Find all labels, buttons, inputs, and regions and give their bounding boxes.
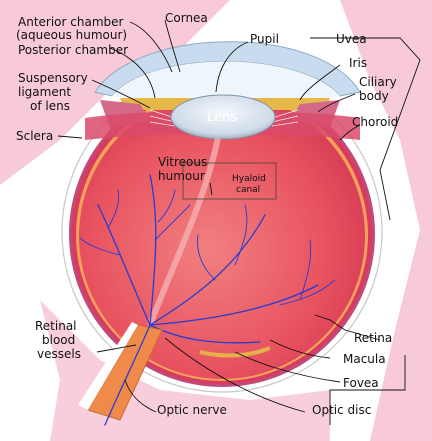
suspensory-ligament bbox=[149, 109, 299, 127]
label-vitreous: Vitreous bbox=[158, 155, 207, 169]
macula bbox=[199, 346, 271, 358]
label-lens: Lens bbox=[207, 110, 237, 125]
label-uvea: Uvea bbox=[336, 32, 367, 46]
label-blood: blood bbox=[42, 333, 75, 347]
label-retinal: Retinal bbox=[35, 319, 77, 333]
label-posterior-chamber: Posterior chamber bbox=[18, 43, 128, 57]
anterior-chamber bbox=[112, 61, 340, 102]
vitreous-body bbox=[79, 93, 365, 379]
label-iris: Iris bbox=[349, 56, 367, 70]
label-aqueous-humour: (aqueous humour) bbox=[16, 28, 127, 42]
label-anterior-chamber: Anterior chamber bbox=[18, 15, 124, 29]
leader-lines bbox=[57, 19, 381, 413]
uvea-bracket bbox=[310, 37, 421, 221]
label-retina: Retina bbox=[354, 331, 392, 345]
hyaloid-box bbox=[182, 162, 277, 200]
label-cornea: Cornea bbox=[165, 11, 208, 25]
label-macula: Macula bbox=[343, 352, 386, 366]
label-sclera: Sclera bbox=[16, 129, 53, 143]
lens bbox=[170, 94, 276, 140]
label-of-lens: of lens bbox=[30, 99, 70, 113]
label-optic-nerve: Optic nerve bbox=[157, 403, 227, 417]
label-suspensory: Suspensory bbox=[18, 71, 88, 85]
optic-nerve-sheath bbox=[78, 322, 138, 410]
label-optic-disc: Optic disc bbox=[312, 403, 371, 417]
label-ligament: ligament bbox=[18, 85, 71, 99]
label-canal: canal bbox=[236, 185, 260, 195]
label-choroid: Choroid bbox=[352, 115, 398, 129]
label-ciliary: Ciliary bbox=[359, 75, 397, 89]
background-right bbox=[340, 0, 432, 441]
label-humour: humour bbox=[158, 169, 205, 183]
retinal-blood-vessels bbox=[79, 174, 336, 344]
macula-box bbox=[329, 355, 406, 425]
label-hyaloid: Hyaloid bbox=[232, 174, 266, 184]
label-ciliary-body: body bbox=[359, 89, 389, 103]
label-vessels: vessels bbox=[37, 347, 81, 361]
label-fovea: Fovea bbox=[343, 376, 379, 390]
hyaloid-canal bbox=[147, 137, 221, 327]
background-bottom bbox=[0, 200, 330, 441]
label-pupil: Pupil bbox=[250, 32, 279, 46]
